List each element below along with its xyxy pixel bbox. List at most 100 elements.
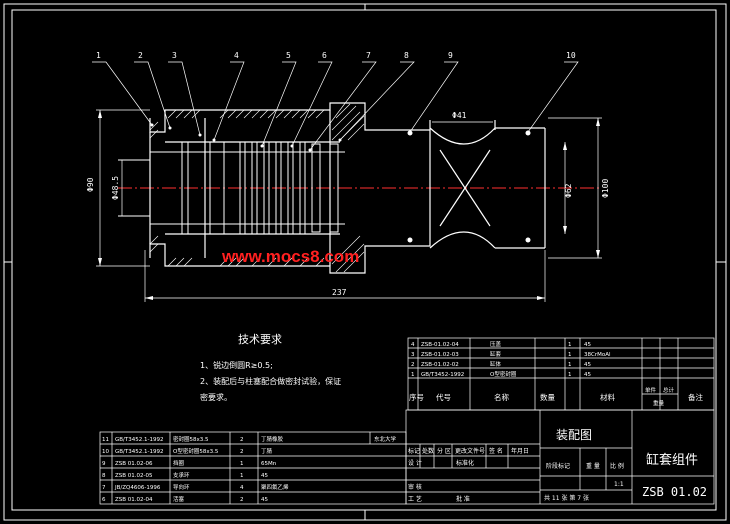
part-number: 9 xyxy=(448,51,453,60)
dim-dia-right-outer: Φ100 xyxy=(601,179,610,198)
bom-cell: 6 xyxy=(102,497,106,503)
title-block: 标记 处数 分 区 更改文件号 签 名 年月日 设 计 标准化 审 核 工 艺 … xyxy=(405,409,715,505)
dim-dia-top: Φ41 xyxy=(452,111,467,120)
bom-cell: 2 xyxy=(240,497,244,503)
bom-cell: 2 xyxy=(240,437,244,443)
bom-cell: 7 xyxy=(102,485,106,491)
bom-cell: 4 xyxy=(411,342,415,348)
plunger-rod xyxy=(429,120,546,249)
bom-cell: ZSB-01.02-02 xyxy=(421,362,459,368)
title-label: 工 艺 xyxy=(408,495,422,503)
part-number: 3 xyxy=(172,51,177,60)
bom-header: 材料 xyxy=(600,392,615,402)
scale-value: 1:1 xyxy=(614,481,624,488)
tech-item: 密要求。 xyxy=(200,392,232,402)
dim-dia-bore: Φ48.5 xyxy=(111,176,120,200)
seal-rings xyxy=(181,141,339,235)
part-number: 6 xyxy=(322,51,327,60)
drawing-type: 装配图 xyxy=(556,428,592,442)
bom-upper: 4 ZSB-01.02-04 压盖 1 45 3 ZSB-01.02-03 缸套… xyxy=(407,337,715,411)
bom-cell: O型密封圈58x3.5 xyxy=(173,447,219,455)
bom-cell: O型密封圈 xyxy=(490,370,517,378)
bom-cell: 1 xyxy=(240,461,244,467)
bom-cell: 8 xyxy=(102,473,106,479)
part-name: 缸套组件 xyxy=(646,452,698,468)
bom-cell: 支承环 xyxy=(173,471,190,479)
title-label: 标准化 xyxy=(456,459,474,467)
bom-cell: 1 xyxy=(568,362,572,368)
title-label: 分 区 xyxy=(437,447,451,455)
tech-title: 技术要求 xyxy=(238,333,282,346)
bom-cell: GB/T3452.1-1992 xyxy=(115,437,163,443)
bom-cell: GB/T3452-1992 xyxy=(421,372,464,378)
bom-cell: 聚四氟乙烯 xyxy=(261,483,289,491)
title-label: 签 名 xyxy=(489,447,503,455)
bom-cell: 9 xyxy=(102,461,106,467)
bom-cell: 45 xyxy=(261,497,268,503)
title-label: 更改文件号 xyxy=(455,447,485,455)
bom-header: 单件 xyxy=(645,386,657,394)
tech-requirements: 技术要求 1、锐边倒圆R≥0.5; 2、装配后与柱塞配合做密封试验，保证 密要求… xyxy=(200,333,341,402)
bom-cell: 11 xyxy=(102,437,109,443)
assembly-view: 1 2 3 4 5 6 7 8 9 10 237 Φ90 Φ48.5 Φ41 Φ… xyxy=(86,51,610,302)
bom-cell: 丁腈 xyxy=(261,447,273,455)
title-label: 阶段标记 xyxy=(546,462,570,470)
dim-overall-length: 237 xyxy=(332,288,347,297)
bom-header: 代号 xyxy=(436,392,451,402)
bom-cell: 65Mn xyxy=(261,461,277,467)
title-label: 年月日 xyxy=(511,447,529,455)
bom-cell: 东北大学 xyxy=(374,435,397,443)
bom-header: 名称 xyxy=(494,392,509,402)
part-number: 10 xyxy=(566,51,576,60)
watermark: www.mocs8.com xyxy=(221,247,359,266)
part-number: 4 xyxy=(234,51,239,60)
bom-cell: 10 xyxy=(102,449,109,455)
bom-cell: ZSB 01.02-06 xyxy=(115,461,153,467)
bom-cell: ZSB-01.02-04 xyxy=(421,342,459,348)
title-label: 重 量 xyxy=(586,462,600,470)
dim-dia-left: Φ90 xyxy=(86,177,95,192)
bom-header: 序号 xyxy=(409,392,424,402)
title-label: 批 准 xyxy=(456,495,470,503)
leader-dots xyxy=(150,123,342,152)
part-number: 5 xyxy=(286,51,291,60)
bom-header: 数量 xyxy=(540,392,555,402)
bom-cell: 45 xyxy=(584,342,591,348)
bom-cell: 3 xyxy=(411,352,415,358)
bom-cell: 缸套 xyxy=(490,350,502,358)
part-number: 8 xyxy=(404,51,409,60)
oring-dots xyxy=(407,130,531,243)
bom-lower: 11 GB/T3452.1-1992 密封圈58x3.5 2 丁腈橡胶 东北大学… xyxy=(99,431,407,505)
dimension-lines xyxy=(96,109,602,302)
dimension-arrows xyxy=(98,110,600,300)
bom-cell: 挡圈 xyxy=(173,459,185,467)
bom-cell: ZSB-01.02-03 xyxy=(421,352,459,358)
centering-marks xyxy=(4,4,726,520)
title-label: 设 计 xyxy=(408,459,422,467)
tech-item: 2、装配后与柱塞配合做密封试验，保证 xyxy=(200,376,341,386)
sheet-info: 共 11 张 第 7 张 xyxy=(544,494,589,502)
bom-cell: 缸体 xyxy=(490,360,502,368)
bom-cell: 导向环 xyxy=(173,483,190,491)
title-label: 处数 xyxy=(422,447,434,455)
title-label: 比 例 xyxy=(610,462,624,470)
leader-lines xyxy=(92,61,579,151)
bom-cell: 1 xyxy=(568,342,572,348)
part-number: 1 xyxy=(96,51,101,60)
part-number: 2 xyxy=(138,51,143,60)
hatching xyxy=(149,103,365,273)
title-label: 审 核 xyxy=(408,483,422,491)
part-number: 7 xyxy=(366,51,371,60)
dim-dia-right-inner: Φ62 xyxy=(564,183,573,198)
bom-cell: GB/T3452.1-1992 xyxy=(115,449,163,455)
bom-cell: 1 xyxy=(240,473,244,479)
part-number-labels: 1 2 3 4 5 6 7 8 9 10 xyxy=(96,51,576,60)
bom-cell: 45 xyxy=(261,473,268,479)
bom-header: 总计 xyxy=(663,386,675,394)
bom-cell: 45 xyxy=(584,372,591,378)
drawing-number: ZSB 01.02 xyxy=(642,485,707,499)
bom-header: 备注 xyxy=(688,392,703,402)
bom-cell: 压盖 xyxy=(490,340,502,348)
bom-header: 重量 xyxy=(653,399,665,407)
